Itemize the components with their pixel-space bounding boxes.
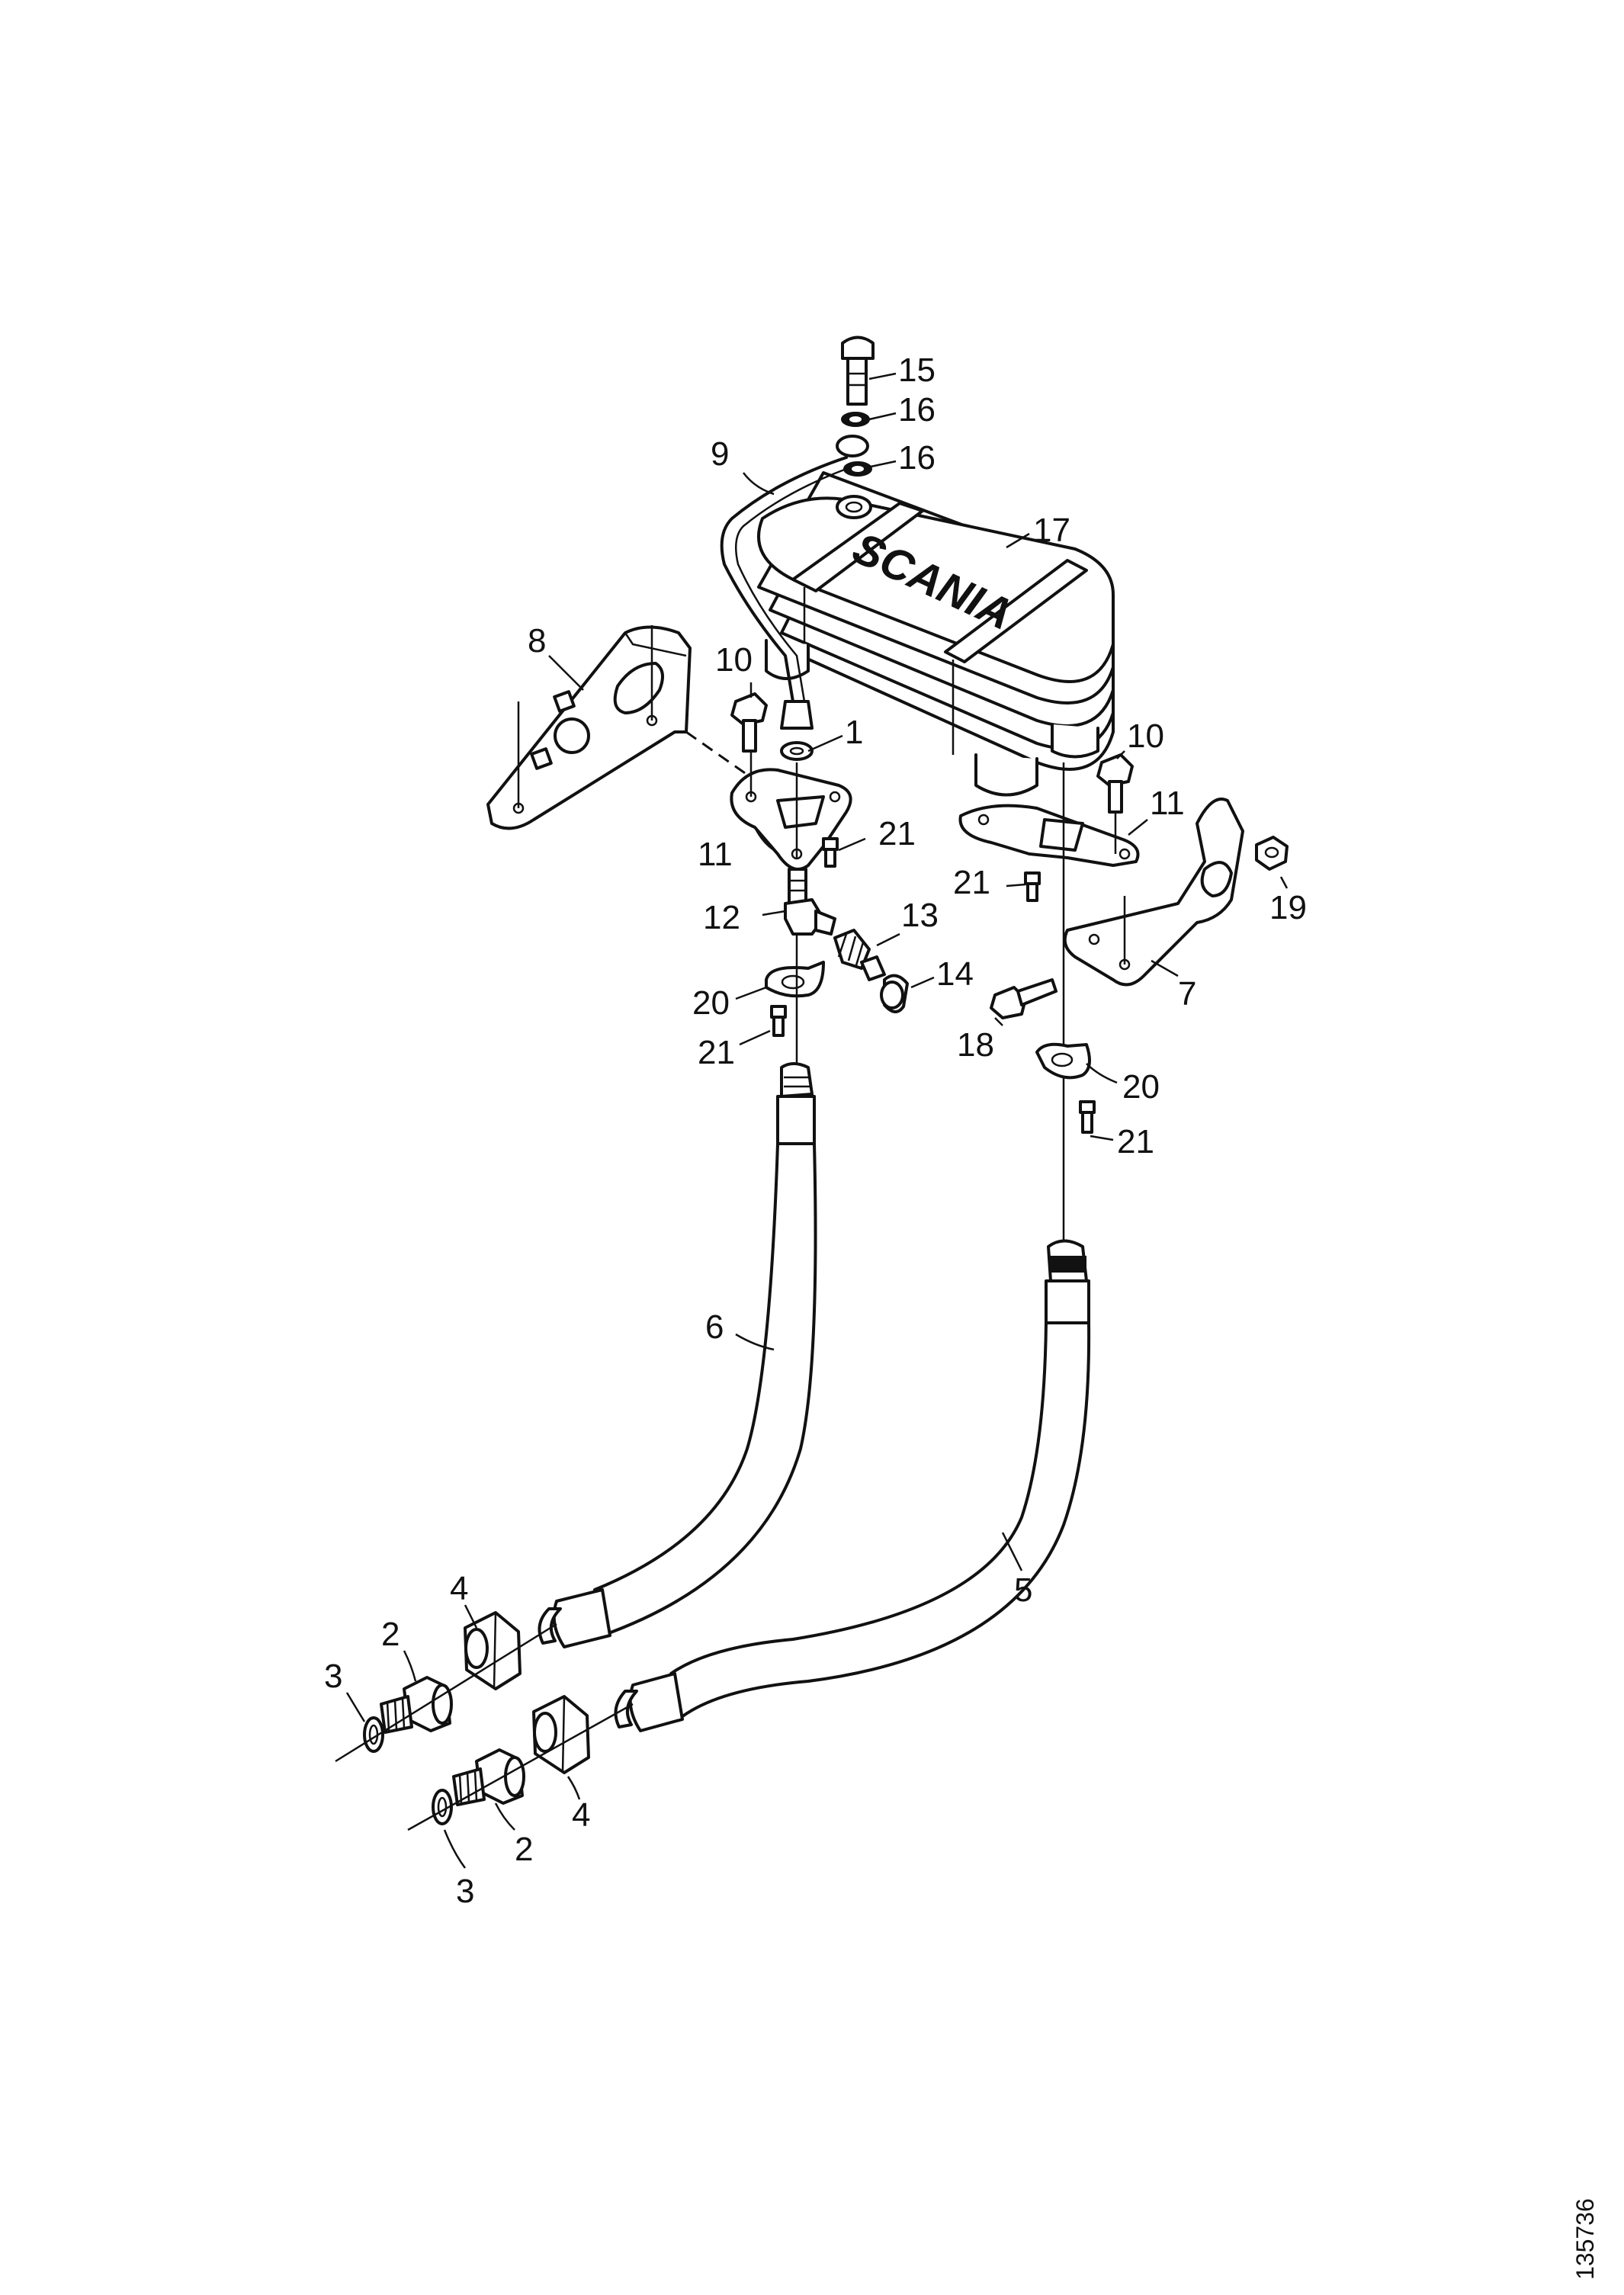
o-ring-3-upper bbox=[363, 1716, 384, 1753]
label-21-lower-left: 21 bbox=[698, 1034, 735, 1071]
union-nut-4-lower bbox=[532, 1695, 590, 1774]
label-20-left: 20 bbox=[692, 984, 730, 1022]
label-7: 7 bbox=[1178, 975, 1196, 1013]
flange-bolt-18 bbox=[990, 978, 1058, 1019]
label-11-left: 11 bbox=[698, 836, 733, 873]
label-9: 9 bbox=[711, 435, 729, 473]
label-12: 12 bbox=[703, 899, 740, 936]
banjo-bolt-15 bbox=[841, 335, 875, 406]
flange-nut-19 bbox=[1255, 836, 1289, 871]
banjo-fitting bbox=[836, 435, 869, 457]
callout-labels: 15 16 16 9 17 8 10 1 10 11 21 11 21 19 1… bbox=[324, 351, 1307, 1910]
label-8: 8 bbox=[528, 622, 546, 660]
screw-21-upper-left bbox=[822, 837, 839, 868]
screw-21-lower-left bbox=[770, 1005, 787, 1037]
document-number: 135736 bbox=[1571, 2198, 1599, 2280]
sealing-washer-1 bbox=[780, 741, 814, 761]
nipple-13 bbox=[833, 929, 886, 981]
label-20-right: 20 bbox=[1122, 1068, 1160, 1106]
screw-21-upper-right bbox=[1024, 871, 1041, 902]
oil-cooler-17: SCANIA bbox=[720, 456, 1115, 797]
label-21-upper-right: 21 bbox=[953, 864, 990, 901]
label-4-upper: 4 bbox=[450, 1570, 468, 1607]
union-nut-4-upper bbox=[464, 1611, 522, 1690]
label-3-upper: 3 bbox=[324, 1658, 342, 1695]
label-2-upper: 2 bbox=[381, 1616, 400, 1653]
label-1: 1 bbox=[845, 714, 863, 751]
bracket-8 bbox=[486, 625, 692, 830]
label-6: 6 bbox=[705, 1308, 724, 1346]
elbow-fitting-12 bbox=[784, 868, 836, 936]
screw-21-lower-right bbox=[1079, 1100, 1096, 1134]
label-19: 19 bbox=[1269, 889, 1307, 926]
adapter-2-lower bbox=[452, 1748, 525, 1806]
axis-line-upper bbox=[335, 1623, 557, 1763]
o-ring-3-lower bbox=[432, 1789, 453, 1825]
flange-bolt-10-right bbox=[1096, 753, 1134, 814]
label-5: 5 bbox=[1014, 1571, 1032, 1609]
label-10-right: 10 bbox=[1127, 717, 1164, 755]
label-4-lower: 4 bbox=[572, 1796, 590, 1834]
label-3-lower: 3 bbox=[456, 1873, 474, 1910]
clamp-20-right bbox=[1035, 1042, 1091, 1080]
label-2-lower: 2 bbox=[515, 1831, 533, 1868]
bracket-7 bbox=[1063, 798, 1244, 987]
label-16-upper: 16 bbox=[898, 391, 936, 429]
sealing-washer-16b bbox=[843, 461, 872, 477]
axis-line-lower bbox=[407, 1703, 634, 1831]
label-10-left: 10 bbox=[715, 641, 753, 679]
label-13: 13 bbox=[901, 897, 939, 934]
mounting-plate-11-left bbox=[730, 768, 852, 871]
mounting-plate-11-right bbox=[958, 804, 1140, 867]
label-21-lower-right: 21 bbox=[1117, 1123, 1154, 1160]
label-21-upper-left: 21 bbox=[878, 815, 916, 852]
label-16-lower: 16 bbox=[898, 439, 936, 477]
hose-6 bbox=[538, 1062, 817, 1648]
label-14: 14 bbox=[936, 955, 974, 993]
hose-5 bbox=[614, 1239, 1091, 1732]
bracket-8-hidden-line bbox=[685, 730, 765, 810]
label-17: 17 bbox=[1033, 512, 1070, 549]
pipe-union-nut bbox=[780, 700, 814, 730]
flange-bolt-10-left bbox=[730, 692, 768, 753]
label-15: 15 bbox=[898, 351, 936, 389]
leader-lines bbox=[345, 372, 1289, 1869]
adapter-2-upper bbox=[380, 1676, 453, 1734]
cap-14 bbox=[880, 974, 909, 1013]
clamp-20-left bbox=[765, 961, 825, 998]
sealing-washer-16a bbox=[841, 412, 870, 427]
label-11-right: 11 bbox=[1150, 785, 1185, 822]
label-18: 18 bbox=[957, 1026, 994, 1064]
